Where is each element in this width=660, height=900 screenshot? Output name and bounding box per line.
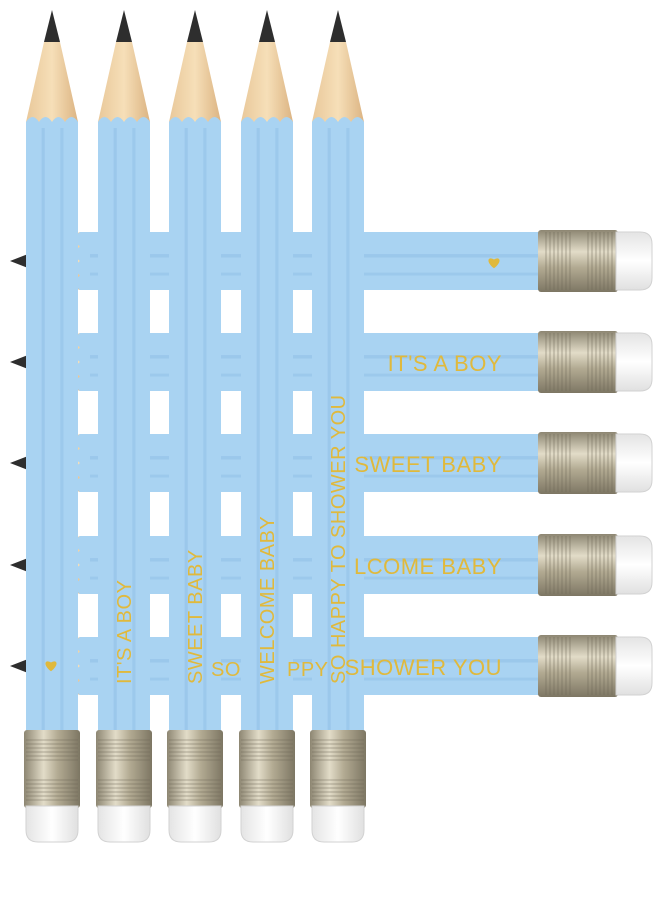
pencil-facet [184,128,188,734]
fragment-so: SO [211,659,241,681]
heart-icon [45,661,57,672]
pencil-facet [132,128,136,734]
horizontal-pencil-text: LCOME BABY [354,554,502,579]
pencil-eraser [168,805,222,843]
pencil-facet [275,128,279,734]
weave-gap [150,393,168,415]
weave-gaps [150,292,311,617]
pencil-lead [10,355,28,369]
pencil-facet [41,128,45,734]
pencil-body [241,128,293,734]
pencil-body [26,128,78,734]
vertical-pencil-text: IT'S A BOY [114,580,136,684]
pencil-ferrule [310,730,366,808]
horizontal-pencil-text: SWEET BABY [354,452,502,477]
pencil-lead [116,10,132,42]
weave-gap [150,292,168,314]
vertical-pencil: SWEET BABY [167,10,223,843]
weave-gap [293,393,311,415]
weave-gap [221,393,239,415]
pencil-ferrule [239,730,295,808]
pencil-eraser [615,231,653,291]
pencil-lead [10,659,28,673]
pencil-lead [10,254,28,268]
weave-gap [221,595,239,617]
vertical-pencil: WELCOME BABY [239,10,295,843]
pencil-lead [330,10,346,42]
pencil-wood [312,42,364,122]
pencil-lead [10,456,28,470]
pencil-eraser [311,805,365,843]
vertical-pencils: IT'S A BOY SWEET BABY WELCOME BABY SO HAPPY… [24,10,366,843]
pencil-facet [60,128,64,734]
weave-gap [293,494,311,516]
pencil-facet [346,128,350,734]
pencil-ferrule [167,730,223,808]
pencil-body [169,128,221,734]
weave-gap [221,292,239,314]
vertical-pencil-text: WELCOME BABY [257,516,279,684]
horizontal-pencil-text: IT'S A BOY [388,351,502,376]
pencil-wood [169,42,221,122]
pencil-wood [98,42,150,122]
pencil-body [312,128,364,734]
pencil-lead [10,558,28,572]
weave-gap [150,494,168,516]
horizontal-pencil-text: SHOWER YOU [345,655,502,680]
pencil-eraser [615,332,653,392]
pencil-eraser [615,636,653,696]
pencil-ferrule [24,730,80,808]
fragment-ppy: PPY [287,659,329,681]
pencil-facet [113,128,117,734]
pencil-eraser [615,433,653,493]
vertical-pencil: SO HAPPY TO SHOWER YOU [310,10,366,843]
vertical-pencil: IT'S A BOY [96,10,152,843]
horizontal-pencil-texts: IT'S A BOY SWEET BABY LCOME BABY SHOWER YOU [345,258,502,680]
pencil-body [98,128,150,734]
pencil-lead [187,10,203,42]
vertical-pencil-text: SO HAPPY TO SHOWER YOU [328,394,350,684]
pencil-lead [44,10,60,42]
weave-gap [293,292,311,314]
weave-gap [221,494,239,516]
pencil-facet [327,128,331,734]
vertical-pencil-text: SWEET BABY [185,549,207,684]
weave-gap [293,595,311,617]
heart-icon [488,258,500,269]
pencil-wood [26,42,78,122]
weave-gap [150,595,168,617]
vertical-pencil [24,10,80,843]
pencil-eraser [25,805,79,843]
pencil-facet [256,128,260,734]
pencil-wood [241,42,293,122]
pencil-ferrule [96,730,152,808]
pencil-facet [203,128,207,734]
pencil-eraser [97,805,151,843]
pencil-eraser [615,535,653,595]
pencil-eraser [240,805,294,843]
pencil-lead [259,10,275,42]
